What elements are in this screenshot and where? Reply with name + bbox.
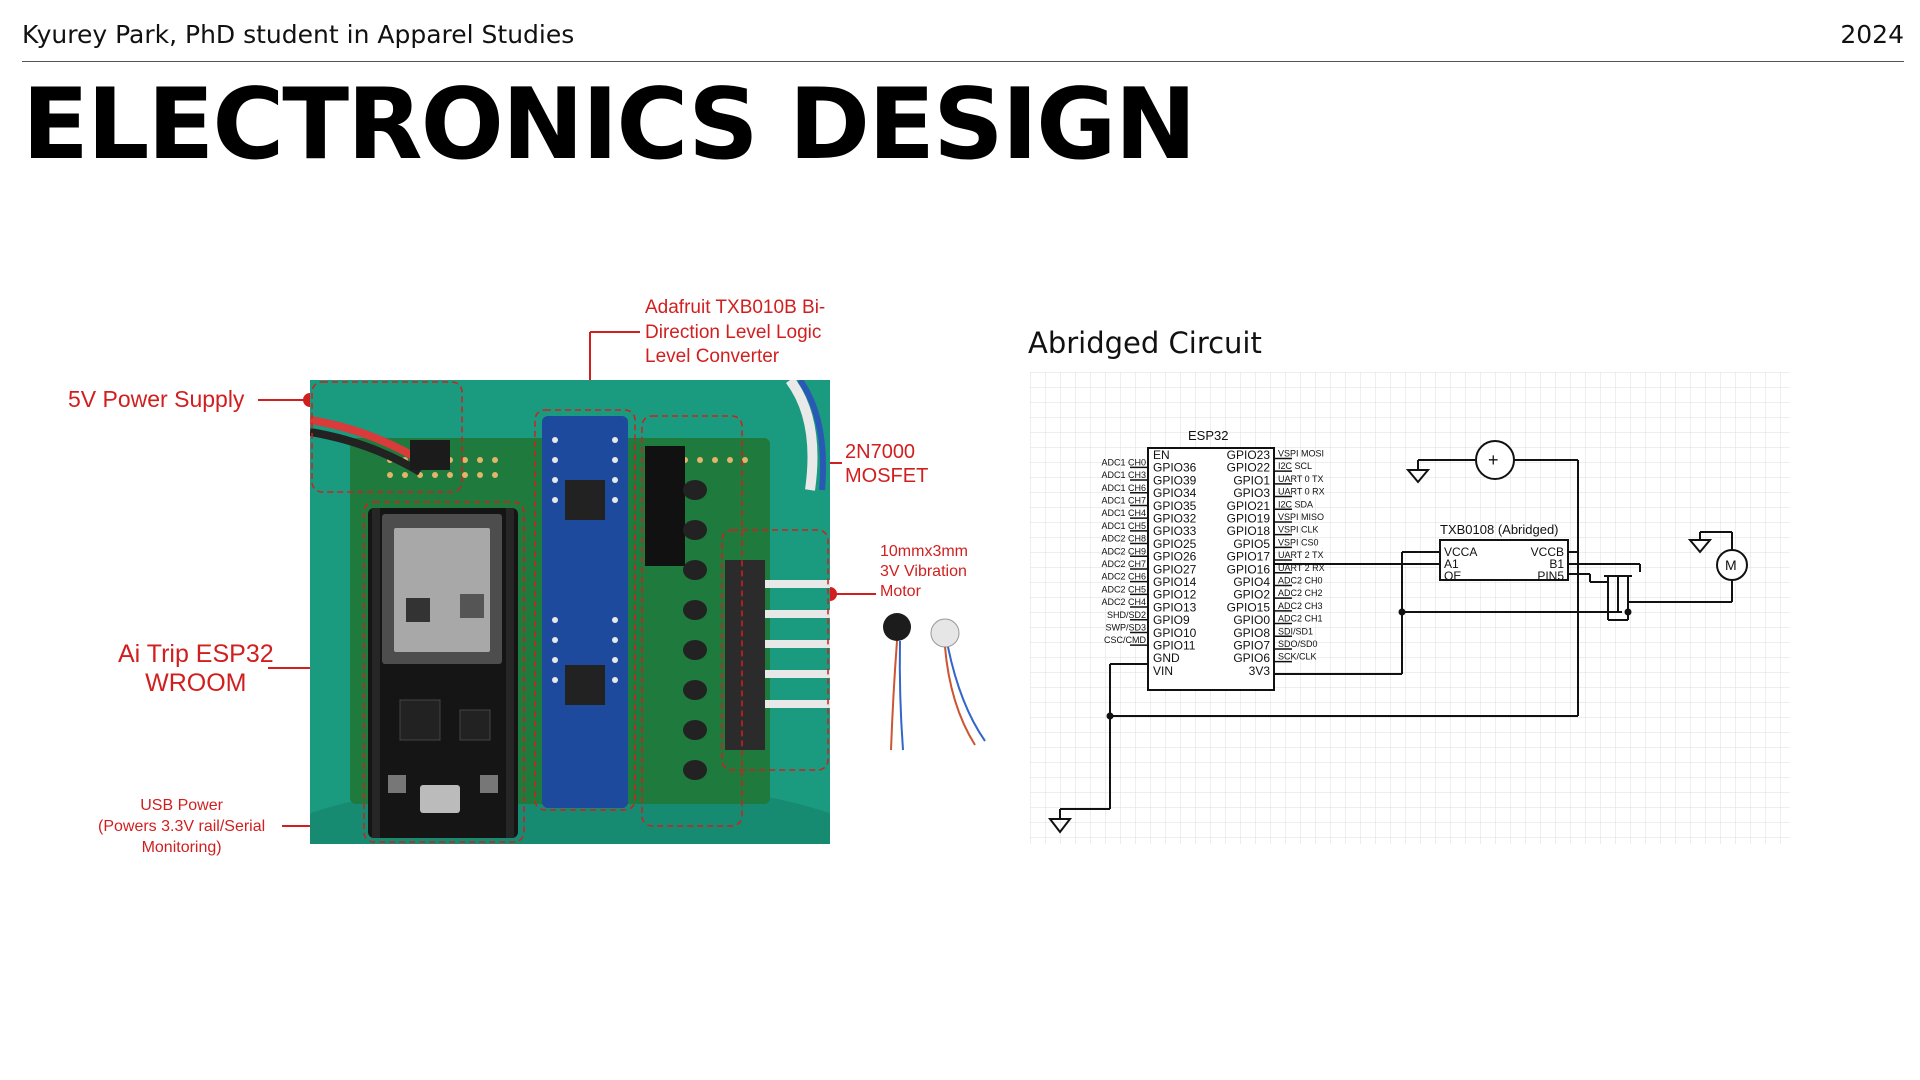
esp32-right-func: SCK/CLK bbox=[1278, 652, 1317, 662]
esp32-left-pin: GPIO36 bbox=[1153, 461, 1197, 475]
esp32-right-pin: GPIO23 bbox=[1227, 448, 1271, 462]
esp32-left-func: ADC2 CH6 bbox=[1101, 572, 1146, 582]
esp32-right-func: VSPI CS0 bbox=[1278, 537, 1319, 547]
txb-left-pin: A1 bbox=[1444, 557, 1459, 571]
esp32-left-func: ADC1 CH3 bbox=[1101, 470, 1146, 480]
esp32-right-func: SDO/SD0 bbox=[1278, 639, 1318, 649]
esp32-left-func: ADC1 CH0 bbox=[1101, 457, 1146, 467]
esp32-left-pin: GPIO26 bbox=[1153, 550, 1197, 564]
header-divider bbox=[22, 61, 1904, 62]
ground-symbols bbox=[1047, 469, 1713, 834]
esp32-right-pin: GPIO3 bbox=[1233, 486, 1270, 500]
label-usb-power: USB Power (Powers 3.3V rail/Serial Monit… bbox=[98, 797, 266, 856]
esp32-chip bbox=[1147, 447, 1275, 691]
esp32-right-pin: GPIO15 bbox=[1227, 600, 1271, 614]
label-level-converter: Adafruit TXB010B Bi- Direction Level Log… bbox=[645, 297, 826, 368]
txb-left-pin: OE bbox=[1444, 569, 1461, 583]
esp32-left-func: SHD/SD2 bbox=[1107, 610, 1146, 620]
author-line: Kyurey Park, PhD student in Apparel Stud… bbox=[22, 20, 575, 49]
esp32-right-func: ADC2 CH2 bbox=[1278, 588, 1323, 598]
circuit-title: Abridged Circuit bbox=[1028, 326, 1262, 360]
txb-label: TXB0108 (Abridged) bbox=[1440, 522, 1559, 537]
esp32-right-pin: GPIO1 bbox=[1233, 473, 1270, 487]
motor-letter: M bbox=[1725, 557, 1737, 573]
motor-symbol bbox=[1716, 549, 1748, 581]
esp32-left-func: ADC1 CH4 bbox=[1101, 508, 1146, 518]
esp32-left-pin: GPIO10 bbox=[1153, 626, 1197, 640]
schematic-grid bbox=[1030, 372, 1790, 844]
label-esp32: Ai Trip ESP32 WROOM bbox=[118, 640, 274, 697]
esp32-left-pin: GND bbox=[1153, 651, 1180, 665]
page-title: ELECTRONICS DESIGN bbox=[22, 68, 1197, 182]
esp32-left-pin: GPIO12 bbox=[1153, 588, 1197, 602]
esp32-right-func: ADC2 CH0 bbox=[1278, 575, 1323, 585]
esp32-left-func: ADC2 CH8 bbox=[1101, 534, 1146, 544]
esp32-left-pin: GPIO13 bbox=[1153, 600, 1197, 614]
esp32-right-pin: GPIO5 bbox=[1233, 537, 1270, 551]
voltage-source-symbol bbox=[1475, 440, 1515, 480]
esp32-left-pin: GPIO34 bbox=[1153, 486, 1197, 500]
esp32-right-pin: 3V3 bbox=[1249, 664, 1271, 678]
esp32-left-func: ADC2 CH9 bbox=[1101, 546, 1146, 556]
esp32-left-pin: GPIO32 bbox=[1153, 512, 1197, 526]
esp32-right-pin: GPIO7 bbox=[1233, 639, 1270, 653]
breadboard-photo bbox=[310, 380, 830, 844]
esp32-right-pin: GPIO0 bbox=[1233, 613, 1270, 627]
label-power-supply: 5V Power Supply bbox=[68, 386, 245, 412]
esp32-right-func: I2C SDA bbox=[1278, 499, 1313, 509]
esp32-right-pin: GPIO21 bbox=[1227, 499, 1271, 513]
esp32-right-pin: GPIO17 bbox=[1227, 550, 1271, 564]
esp32-right-pin: GPIO18 bbox=[1227, 524, 1271, 538]
year-label: 2024 bbox=[1840, 20, 1904, 49]
esp32-right-pin: GPIO4 bbox=[1233, 575, 1270, 589]
schematic-wires bbox=[1059, 459, 1733, 819]
esp32-left-func: CSC/CMD bbox=[1104, 635, 1146, 645]
esp32-left-func: SWP/SD3 bbox=[1105, 622, 1146, 632]
txb-right-pin: VCCB bbox=[1531, 545, 1564, 559]
esp32-right-pin: GPIO6 bbox=[1233, 651, 1270, 665]
esp32-right-pin: GPIO8 bbox=[1233, 626, 1270, 640]
label-motor: 10mmx3mm 3V Vibration Motor bbox=[880, 543, 969, 600]
source-sign: + bbox=[1488, 450, 1499, 470]
esp32-left-func: ADC2 CH7 bbox=[1101, 559, 1146, 569]
esp32-right-func: VSPI CLK bbox=[1278, 525, 1319, 535]
esp32-right-func: SDI/SD1 bbox=[1278, 626, 1313, 636]
vibration-motor-image bbox=[883, 613, 986, 751]
esp32-right-func: ADC2 CH3 bbox=[1278, 601, 1323, 611]
esp32-right-func: UART 0 TX bbox=[1278, 474, 1324, 484]
esp32-left-pin: VIN bbox=[1153, 664, 1173, 678]
esp32-left-func: ADC1 CH5 bbox=[1101, 521, 1146, 531]
txb0108-chip bbox=[1439, 539, 1569, 581]
esp32-left-pin: GPIO25 bbox=[1153, 537, 1197, 551]
esp32-left-pin: EN bbox=[1153, 448, 1170, 462]
esp32-right-pin: GPIO19 bbox=[1227, 512, 1271, 526]
esp32-right-pin: GPIO16 bbox=[1227, 562, 1271, 576]
esp32-right-func: UART 2 RX bbox=[1278, 563, 1325, 573]
txb-right-pin: PIN5 bbox=[1537, 569, 1564, 583]
esp32-right-func: UART 2 TX bbox=[1278, 550, 1324, 560]
esp32-left-func: ADC2 CH5 bbox=[1101, 584, 1146, 594]
esp32-left-func: ADC2 CH4 bbox=[1101, 597, 1146, 607]
txb-left-pin: VCCA bbox=[1444, 545, 1477, 559]
esp32-label: ESP32 bbox=[1188, 428, 1228, 443]
esp32-right-func: UART 0 RX bbox=[1278, 487, 1325, 497]
txb-right-pin: B1 bbox=[1549, 557, 1564, 571]
esp32-left-func: ADC1 CH6 bbox=[1101, 483, 1146, 493]
esp32-right-pin: GPIO22 bbox=[1227, 461, 1271, 475]
esp32-right-func: VSPI MISO bbox=[1278, 512, 1324, 522]
esp32-left-pin: GPIO9 bbox=[1153, 613, 1190, 627]
esp32-right-pin: GPIO2 bbox=[1233, 588, 1270, 602]
esp32-left-pin: GPIO39 bbox=[1153, 473, 1197, 487]
esp32-left-pin: GPIO35 bbox=[1153, 499, 1197, 513]
esp32-left-pin: GPIO11 bbox=[1153, 639, 1196, 653]
label-mosfet: 2N7000 MOSFET bbox=[845, 441, 929, 487]
esp32-left-func: ADC1 CH7 bbox=[1101, 495, 1146, 505]
esp32-left-pin: GPIO33 bbox=[1153, 524, 1197, 538]
esp32-right-func: I2C SCL bbox=[1278, 461, 1312, 471]
esp32-right-func: VSPI MOSI bbox=[1278, 448, 1324, 458]
esp32-left-pin: GPIO14 bbox=[1153, 575, 1197, 589]
esp32-left-pin: GPIO27 bbox=[1153, 562, 1197, 576]
esp32-right-func: ADC2 CH1 bbox=[1278, 614, 1323, 624]
